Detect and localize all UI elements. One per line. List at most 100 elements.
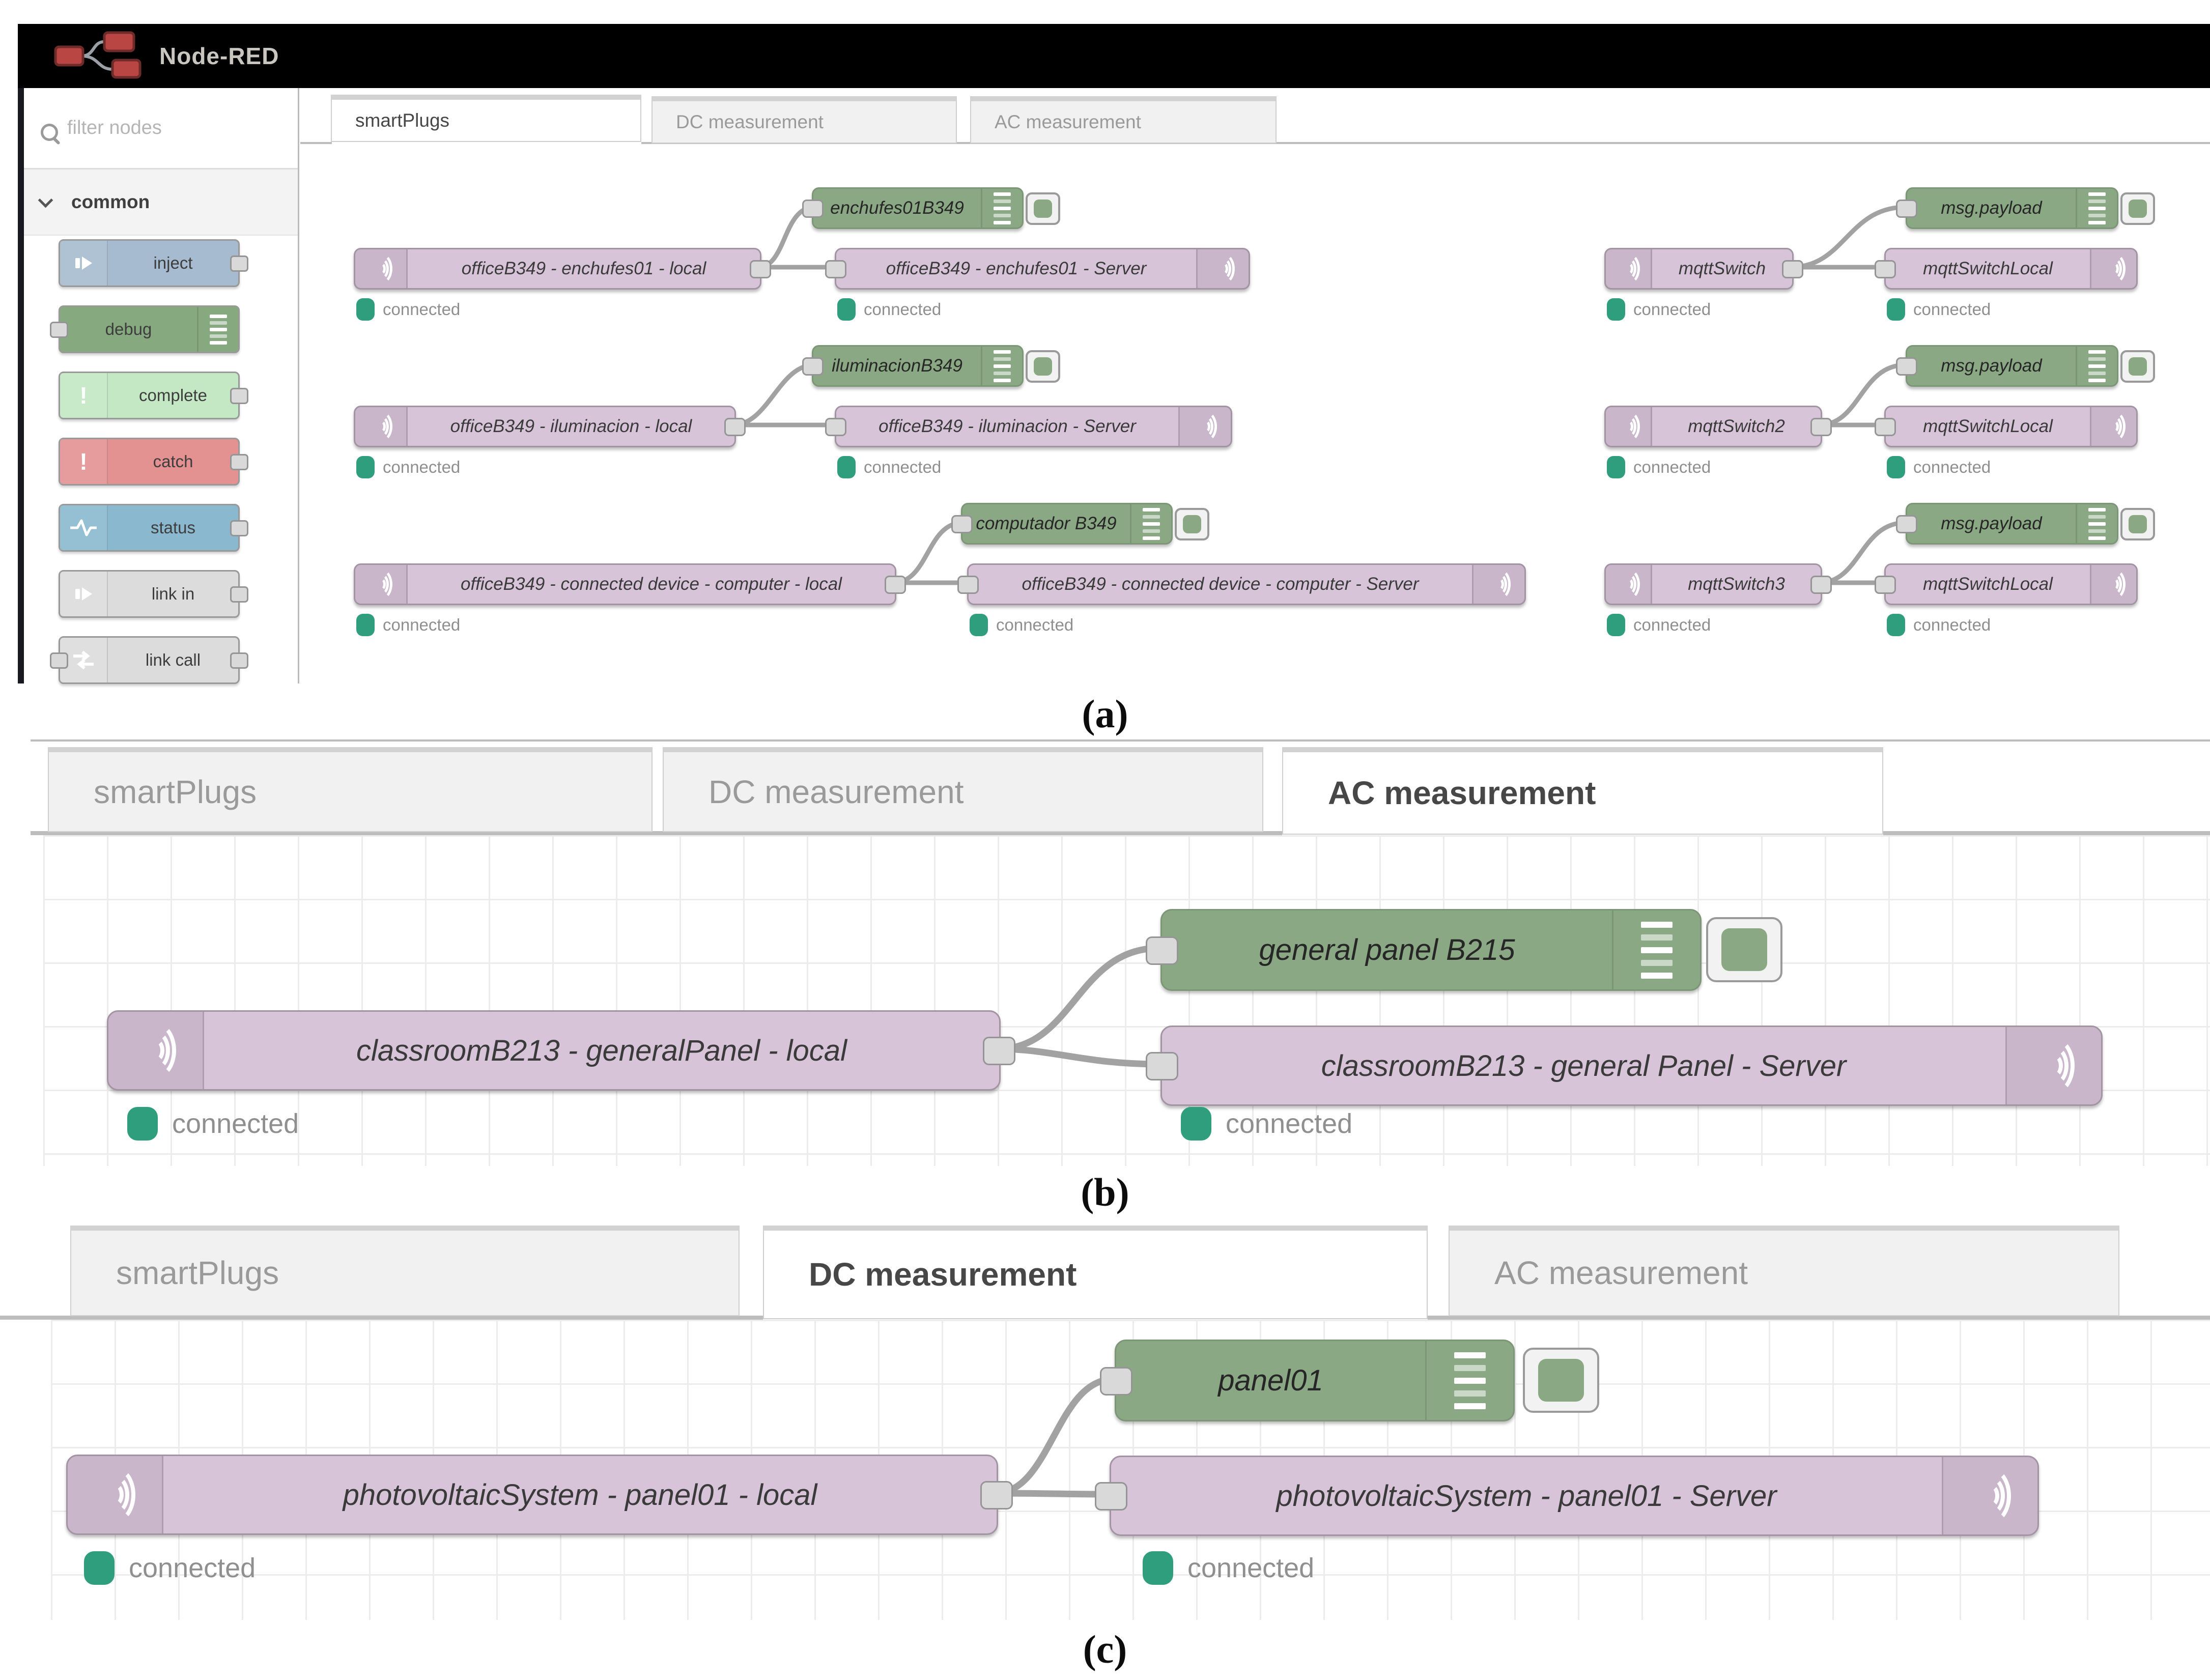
input-port[interactable] xyxy=(957,576,979,594)
output-port[interactable] xyxy=(230,652,248,669)
debug-node[interactable]: enchufes01B349 xyxy=(802,187,1024,229)
mqtt-out-node[interactable]: mqttSwitchLocal xyxy=(1875,563,2138,605)
debug-toggle-button[interactable] xyxy=(2120,192,2155,225)
palette-node-inject[interactable]: inject xyxy=(59,239,248,287)
list-icon xyxy=(1612,910,1700,989)
input-port[interactable] xyxy=(802,357,824,376)
node-label: mqttSwitchLocal xyxy=(1923,259,2053,278)
tab-ac-measurement[interactable]: AC measurement xyxy=(1282,747,1883,835)
wifi-icon xyxy=(108,1012,204,1089)
debug-node[interactable]: msg.payload xyxy=(1896,187,2118,229)
output-port[interactable] xyxy=(1782,260,1803,278)
input-port[interactable] xyxy=(825,260,846,278)
output-port[interactable] xyxy=(230,520,248,536)
flow-canvas-b[interactable] xyxy=(43,835,2210,1166)
mqtt-out-node[interactable]: mqttSwitchLocal xyxy=(1875,406,2138,447)
tab-dc-measurement[interactable]: DC measurement xyxy=(651,96,957,144)
wifi-icon xyxy=(1178,407,1231,446)
output-port[interactable] xyxy=(1810,576,1832,594)
mqtt-in-node[interactable]: officeB349 - enchufes01 - local xyxy=(354,248,771,290)
mqtt-out-node[interactable]: officeB349 - iluminacion - Server xyxy=(825,406,1232,447)
debug-toggle-button[interactable] xyxy=(2120,508,2155,540)
output-port[interactable] xyxy=(983,1037,1015,1065)
mqtt-in-node[interactable]: photovoltaicSystem - panel01 - local xyxy=(66,1455,1013,1535)
mqtt-in-node[interactable]: mqttSwitch2 xyxy=(1604,406,1832,447)
tab-dc-measurement[interactable]: DC measurement xyxy=(763,1226,1428,1319)
input-port[interactable] xyxy=(825,418,846,436)
output-port[interactable] xyxy=(230,454,248,470)
input-port[interactable] xyxy=(1896,200,1917,218)
input-port[interactable] xyxy=(1146,936,1178,965)
input-port[interactable] xyxy=(802,200,824,218)
output-port[interactable] xyxy=(1810,418,1832,436)
debug-node[interactable]: computador B349 xyxy=(951,503,1173,545)
mqtt-in-node[interactable]: mqttSwitch xyxy=(1604,248,1803,290)
output-port[interactable] xyxy=(230,586,248,603)
debug-node[interactable]: general panel B215 xyxy=(1146,909,1702,991)
mqtt-out-node[interactable]: classroomB213 - general Panel - Server xyxy=(1146,1026,2103,1106)
palette-node-debug[interactable]: debug xyxy=(50,305,240,353)
input-port[interactable] xyxy=(1146,1052,1178,1080)
input-port[interactable] xyxy=(1100,1366,1132,1396)
debug-toggle-button[interactable] xyxy=(1706,917,1782,982)
output-port[interactable] xyxy=(230,388,248,404)
mqtt-out-node[interactable]: mqttSwitchLocal xyxy=(1875,248,2138,290)
output-port[interactable] xyxy=(724,418,746,436)
mqtt-in-node[interactable]: classroomB213 - generalPanel - local xyxy=(107,1010,1015,1091)
palette-node-complete[interactable]: ! complete xyxy=(59,372,248,419)
output-port[interactable] xyxy=(980,1481,1013,1510)
status-text: connected xyxy=(1633,458,1711,476)
debug-node[interactable]: iluminacionB349 xyxy=(802,345,1024,387)
tab-ac-measurement[interactable]: AC measurement xyxy=(970,96,1277,144)
mqtt-in-node[interactable]: mqttSwitch3 xyxy=(1604,563,1832,605)
input-port[interactable] xyxy=(1896,515,1917,533)
input-port[interactable] xyxy=(50,322,68,338)
tab-smartplugs[interactable]: smartPlugs xyxy=(70,1226,740,1316)
palette-node-link-call[interactable]: link call xyxy=(50,636,248,684)
mqtt-out-node[interactable]: officeB349 - enchufes01 - Server xyxy=(825,248,1250,290)
debug-toggle-button[interactable] xyxy=(2120,350,2155,383)
mqtt-in-node[interactable]: officeB349 - iluminacion - local xyxy=(354,406,746,447)
status-text: connected xyxy=(1913,300,1991,319)
input-port[interactable] xyxy=(1896,357,1917,376)
output-port[interactable] xyxy=(885,576,906,594)
debug-node[interactable]: msg.payload xyxy=(1896,503,2118,545)
mqtt-out-node[interactable]: officeB349 - connected device - computer… xyxy=(957,563,1526,605)
output-port[interactable] xyxy=(750,260,771,278)
search-icon xyxy=(41,124,58,141)
chevron-down-icon xyxy=(38,192,53,208)
input-port[interactable] xyxy=(1875,260,1896,278)
debug-node[interactable]: msg.payload xyxy=(1896,345,2118,387)
debug-toggle-button[interactable] xyxy=(1175,508,1209,540)
tab-ac-measurement[interactable]: AC measurement xyxy=(1449,1226,2119,1316)
mqtt-in-node[interactable]: officeB349 - connected device - computer… xyxy=(354,563,906,605)
node-label: officeB349 - iluminacion - Server xyxy=(879,416,1136,436)
wifi-icon xyxy=(2090,249,2136,288)
list-icon xyxy=(981,347,1022,385)
status-badge: connected xyxy=(1143,1551,1314,1585)
node-label: iluminacionB349 xyxy=(832,356,962,376)
debug-toggle-inner xyxy=(2129,200,2147,218)
filter-nodes-input[interactable] xyxy=(66,104,282,151)
debug-toggle-button[interactable] xyxy=(1026,192,1060,225)
input-port[interactable] xyxy=(1095,1482,1127,1511)
input-port[interactable] xyxy=(951,515,973,533)
debug-toggle-button[interactable] xyxy=(1523,1348,1599,1413)
tabbar-baseline xyxy=(1428,1316,2210,1320)
input-port[interactable] xyxy=(1875,418,1896,436)
tab-smartplugs[interactable]: smartPlugs xyxy=(331,95,641,142)
input-port[interactable] xyxy=(50,652,68,669)
palette-node-link-in[interactable]: link in xyxy=(59,570,248,618)
output-port[interactable] xyxy=(230,255,248,272)
palette-category-common[interactable]: common xyxy=(24,169,298,236)
tab-dc-measurement[interactable]: DC measurement xyxy=(663,747,1263,832)
debug-node[interactable]: panel01 xyxy=(1100,1340,1515,1421)
debug-toggle-inner xyxy=(1183,515,1201,533)
palette-node-status[interactable]: status xyxy=(59,504,248,552)
palette-node-catch[interactable]: ! catch xyxy=(59,438,248,486)
debug-toggle-button[interactable] xyxy=(1026,350,1060,383)
input-port[interactable] xyxy=(1875,576,1896,594)
tab-smartplugs[interactable]: smartPlugs xyxy=(48,747,653,832)
caption-c: (c) xyxy=(1083,1627,1127,1671)
mqtt-out-node[interactable]: photovoltaicSystem - panel01 - Server xyxy=(1095,1456,2039,1536)
